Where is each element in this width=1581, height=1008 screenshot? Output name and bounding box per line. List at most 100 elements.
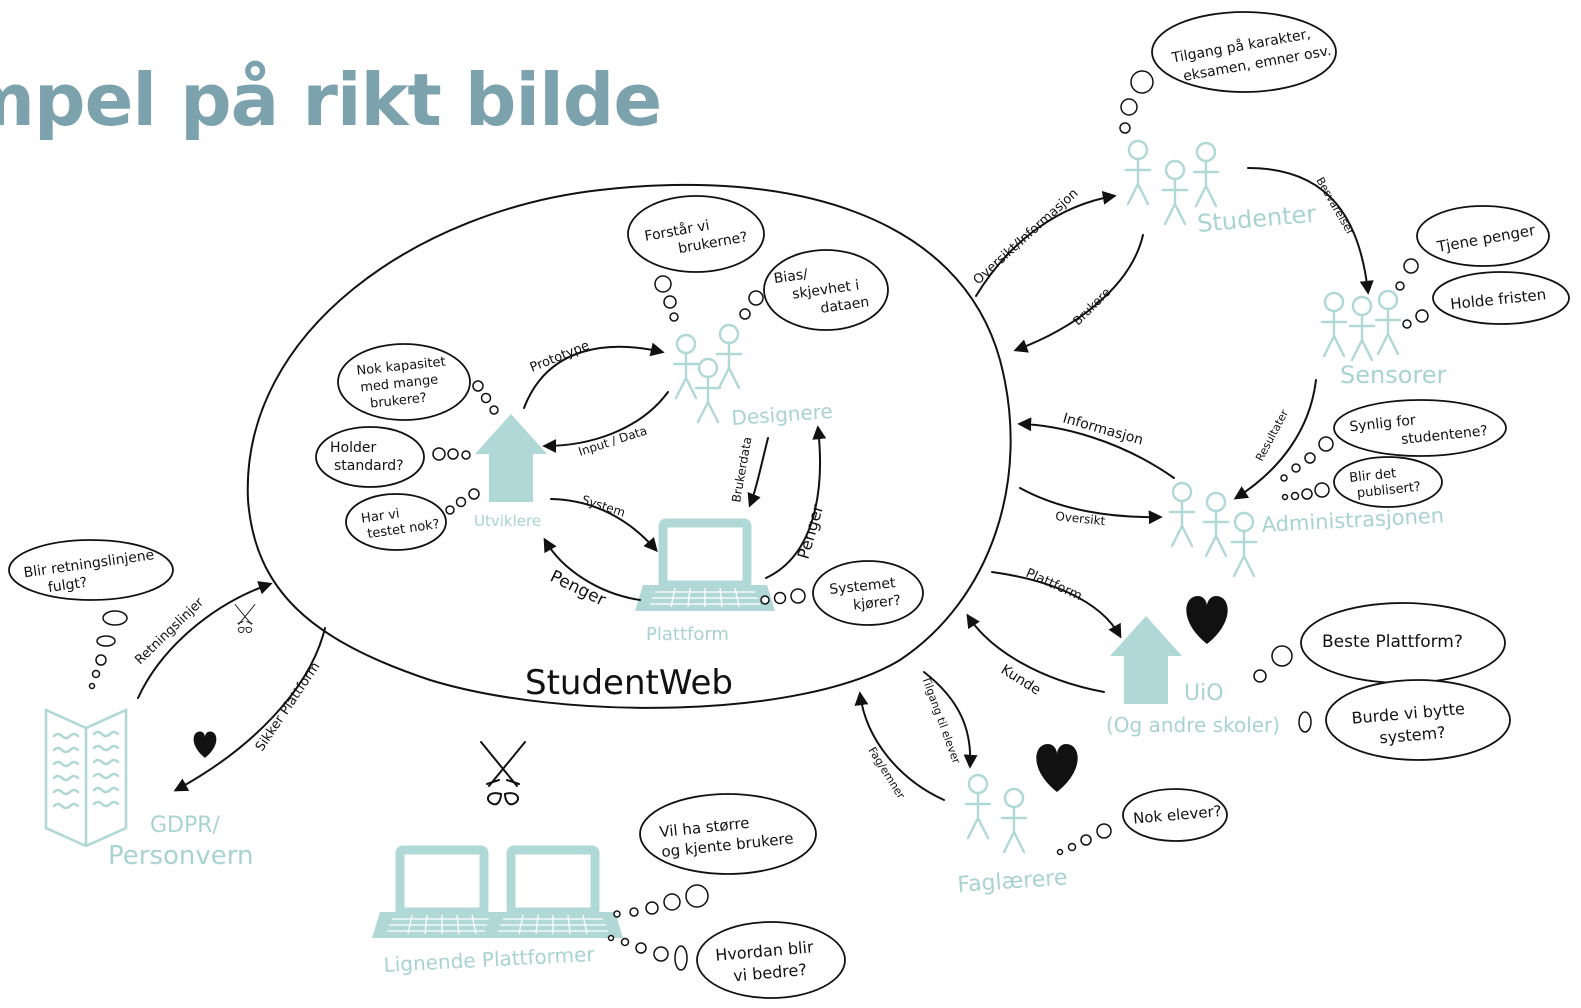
arrow-retningslinjer bbox=[137, 581, 273, 699]
thought-dot bbox=[663, 295, 677, 309]
thought-dot bbox=[447, 448, 459, 460]
arrow-label-kunde: Kunde bbox=[998, 662, 1044, 699]
thought-dot bbox=[95, 654, 107, 666]
thought-dot bbox=[1402, 319, 1412, 329]
thought-dot bbox=[790, 588, 806, 604]
actor-plattform: Plattform bbox=[646, 624, 729, 645]
thought-dot bbox=[88, 682, 96, 690]
heart-icon bbox=[1186, 596, 1228, 644]
laptop-icon bbox=[483, 850, 623, 938]
heart-icon bbox=[193, 731, 217, 758]
thought-bubble bbox=[1333, 456, 1443, 508]
arrow-label-informasjon: Informasjon bbox=[1061, 410, 1145, 448]
sensorer-group bbox=[1320, 289, 1402, 362]
actor-studenter: Studenter bbox=[1196, 200, 1317, 238]
stick-figure-icon bbox=[1202, 491, 1230, 558]
thought-dot bbox=[654, 275, 672, 293]
arrow-informasjon bbox=[1017, 417, 1175, 479]
arrow-oversikt-informasjon bbox=[975, 190, 1117, 297]
thought-dot bbox=[91, 669, 101, 679]
arrow-label-prototype: Prototype bbox=[528, 338, 592, 375]
thought-dot bbox=[1304, 452, 1316, 464]
arrow-tilgang-elever bbox=[923, 671, 978, 769]
arrow-label-besvarelser: Besvarelser bbox=[1313, 175, 1357, 238]
thought-dot bbox=[674, 945, 688, 971]
thought-bubble bbox=[1432, 271, 1570, 325]
stick-figure-icon bbox=[1192, 141, 1220, 208]
heart-icon bbox=[1036, 744, 1078, 792]
document-icon bbox=[44, 707, 128, 848]
actor-lignende: Lignende Plattformer bbox=[383, 942, 596, 977]
thought-dot bbox=[1280, 474, 1288, 482]
arrow-label-system: System bbox=[580, 493, 627, 520]
arrow-fag-emner bbox=[854, 691, 945, 801]
thought-dot bbox=[663, 893, 681, 911]
arrow-label-sikker-plattform: Sikker Plattform bbox=[253, 660, 324, 754]
arrow-label-brukerdata: Brukerdata bbox=[729, 436, 754, 504]
thought-bubble bbox=[1151, 11, 1337, 93]
thought-dot bbox=[461, 450, 471, 460]
thought-bubble bbox=[627, 195, 765, 273]
thought-dot bbox=[635, 942, 647, 954]
thought-bubble bbox=[1325, 679, 1511, 761]
thought-dot bbox=[468, 488, 480, 500]
arrow-besvarelser bbox=[1247, 167, 1374, 295]
thought-bubble bbox=[696, 921, 846, 999]
arrow-resultater bbox=[1233, 379, 1317, 500]
arrow-label-plattform: Plattform bbox=[1023, 566, 1084, 604]
thought-dot bbox=[1253, 669, 1267, 683]
thought-dot bbox=[607, 934, 615, 942]
arrow-sikker-plattform bbox=[173, 627, 326, 792]
thought-dot bbox=[1119, 122, 1131, 134]
thought-bubble bbox=[337, 343, 471, 421]
thought-dot bbox=[620, 937, 630, 947]
thought-dot bbox=[1056, 848, 1064, 856]
thought-dot bbox=[645, 901, 659, 915]
thought-dot bbox=[685, 884, 709, 908]
thought-dot bbox=[653, 946, 669, 962]
arrow-system bbox=[550, 498, 658, 553]
stick-figure-icon bbox=[1230, 511, 1258, 578]
thought-dot bbox=[1281, 493, 1289, 501]
thought-dot bbox=[455, 496, 467, 508]
administrasjonen-group bbox=[1168, 481, 1258, 578]
arrow-plattform bbox=[991, 571, 1122, 639]
arrow-brukere bbox=[1013, 234, 1144, 353]
stick-figure-icon bbox=[1161, 159, 1189, 226]
thought-dot bbox=[1291, 463, 1301, 473]
thought-dot bbox=[1130, 70, 1154, 94]
thought-beste: Beste Plattform? bbox=[1322, 632, 1463, 652]
thought-dot bbox=[748, 290, 764, 306]
faglaerere-group bbox=[964, 773, 1028, 854]
arrow-label-input-data: Input / Data bbox=[577, 423, 649, 458]
thought-dot bbox=[1096, 823, 1112, 839]
thought-dot bbox=[445, 505, 455, 515]
thought-dot bbox=[1301, 488, 1313, 500]
actor-sensorer: Sensorer bbox=[1340, 361, 1447, 389]
arrow-kunde bbox=[966, 613, 1105, 693]
thought-dot bbox=[102, 610, 128, 626]
stick-figure-icon bbox=[964, 773, 992, 840]
arrow-oversikt bbox=[1019, 487, 1163, 525]
thought-dot bbox=[480, 392, 492, 404]
house-icon bbox=[1110, 616, 1182, 704]
stick-figure-icon bbox=[1124, 139, 1152, 206]
thought-dot bbox=[1318, 436, 1334, 452]
arrow-label-fag-emner: Fag/emner bbox=[865, 745, 907, 802]
actor-uio-sub: (Og andre skoler) bbox=[1106, 713, 1280, 737]
stick-figure-icon bbox=[1168, 481, 1196, 548]
thought-dot bbox=[1314, 482, 1330, 498]
arrow-label-oversikt: Oversikt bbox=[1055, 509, 1107, 528]
thought-dot bbox=[629, 907, 639, 917]
studentweb-label: StudentWeb bbox=[525, 663, 733, 703]
thought-dot bbox=[739, 308, 751, 320]
thought-dot bbox=[1067, 842, 1077, 852]
stick-figure-icon bbox=[694, 357, 722, 424]
house-icon bbox=[475, 414, 547, 502]
stick-figure-icon bbox=[672, 333, 700, 400]
thought-bubble bbox=[315, 426, 425, 488]
thought-bubble bbox=[1416, 205, 1550, 267]
thought-dot bbox=[669, 312, 679, 322]
actor-faglaerere: Faglærere bbox=[957, 865, 1068, 898]
